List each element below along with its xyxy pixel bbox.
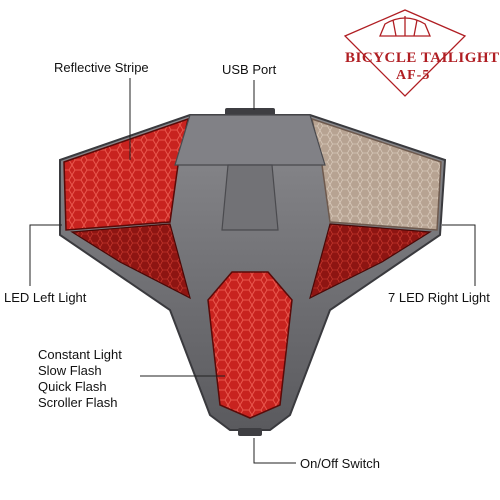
callout-on-off-switch: On/Off Switch <box>300 456 380 471</box>
brand-title: BICYCLE TAILIGHT <box>345 50 500 66</box>
light-mode-list: Constant Light Slow Flash Quick Flash Sc… <box>38 347 122 411</box>
center-bottom-lens <box>207 271 293 419</box>
brand-model: AF-5 <box>396 68 431 83</box>
mode-scroller-flash: Scroller Flash <box>38 395 118 410</box>
on-off-switch <box>238 428 262 436</box>
callout-usb-port: USB Port <box>222 62 277 77</box>
upper-right-lens <box>310 117 442 231</box>
mode-quick-flash: Quick Flash <box>38 379 107 394</box>
lower-right-lens <box>309 223 432 300</box>
upper-left-lens <box>63 117 190 231</box>
callout-led-left-light: LED Left Light <box>4 290 87 305</box>
callout-reflective-stripe: Reflective Stripe <box>54 60 149 75</box>
mode-constant-light: Constant Light <box>38 347 122 362</box>
mode-slow-flash: Slow Flash <box>38 363 102 378</box>
housing-center-ridge <box>221 164 279 231</box>
callout-led-right-light: 7 LED Right Light <box>388 290 490 305</box>
housing-top-block <box>174 114 326 166</box>
lower-left-lens <box>70 223 191 300</box>
bicycle-helmet-logo-icon <box>343 9 467 97</box>
